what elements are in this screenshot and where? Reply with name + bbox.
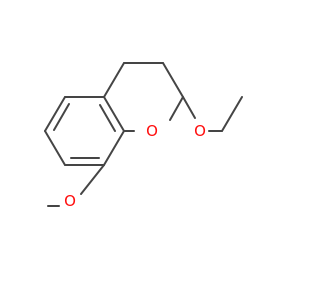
bond-c8a-c4a-inner [99, 104, 116, 132]
bond-c5-c6-inner [53, 103, 70, 131]
ring-oxygen-label: O [146, 122, 158, 140]
bond-c3-c2 [162, 62, 184, 98]
bond-c8-omethoxy [80, 164, 105, 195]
chemical-structure: O O O [44, 62, 243, 210]
bond-c5-c6-outer [44, 96, 66, 132]
bond-ch2-ch3 [221, 96, 243, 132]
bond-c6-c7 [44, 130, 66, 166]
ethoxy-oxygen-label: O [194, 122, 206, 140]
bond-c2-o1 [169, 96, 184, 121]
bond-c4a-c4 [103, 62, 125, 98]
bond-c2-oethoxy [182, 96, 196, 119]
bond-c8a-c4a [103, 96, 125, 132]
bond-c8-c8a [103, 130, 125, 166]
methoxy-oxygen-label: O [64, 192, 76, 210]
